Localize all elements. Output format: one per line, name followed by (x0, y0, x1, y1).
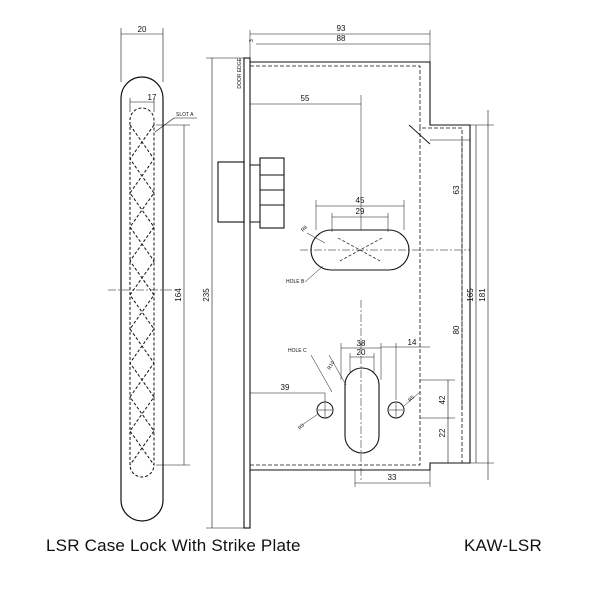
caption-code: KAW-LSR (464, 536, 542, 555)
label-door-edge: DOOR EDGE (237, 57, 243, 88)
dim-slot-width: 17 (148, 93, 157, 102)
dim-case-height: 165 (466, 288, 475, 302)
dim-fix-hole-right: R5 (407, 394, 416, 403)
label-hole-c: HOLE C (288, 348, 307, 354)
dim-bottom-height: 22 (438, 428, 447, 437)
lock-body (206, 30, 494, 529)
dim-hole-c-radius: R10 (327, 360, 337, 371)
dim-hole-b-inner: 29 (356, 207, 365, 216)
dim-overall-height: 181 (478, 288, 487, 302)
dim-strike-width: 20 (138, 25, 147, 34)
dim-backset: 55 (301, 94, 310, 103)
dim-lower-height: 42 (438, 395, 447, 404)
dim-hole-b-outer: 45 (356, 196, 365, 205)
dim-fix-hole-left: R5 (297, 422, 306, 431)
label-hole-b: HOLE B (286, 279, 305, 285)
label-slot-a: SLOT A (176, 112, 194, 118)
dim-faceplate-length: 235 (202, 288, 211, 302)
dim-hole-c-inner: 20 (357, 348, 366, 357)
dim-body-width: 88 (337, 34, 346, 43)
dim-fixing-offset: 14 (408, 338, 417, 347)
dim-centre-distance: 80 (452, 325, 461, 334)
dim-upper-height: 63 (452, 185, 461, 194)
dim-cylinder-backset: 39 (281, 383, 290, 392)
dim-slot-length: 164 (174, 288, 183, 302)
strike-plate (108, 28, 197, 522)
dim-faceplate-thickness: 3 (249, 39, 255, 42)
slot-pattern (129, 124, 155, 466)
dim-overall-width: 93 (337, 24, 346, 33)
dim-bottom-width: 33 (388, 473, 397, 482)
caption-title: LSR Case Lock With Strike Plate (46, 536, 301, 555)
dim-hole-c-outer: 38 (357, 339, 366, 348)
dim-hole-b-radius: R8 (300, 224, 309, 233)
